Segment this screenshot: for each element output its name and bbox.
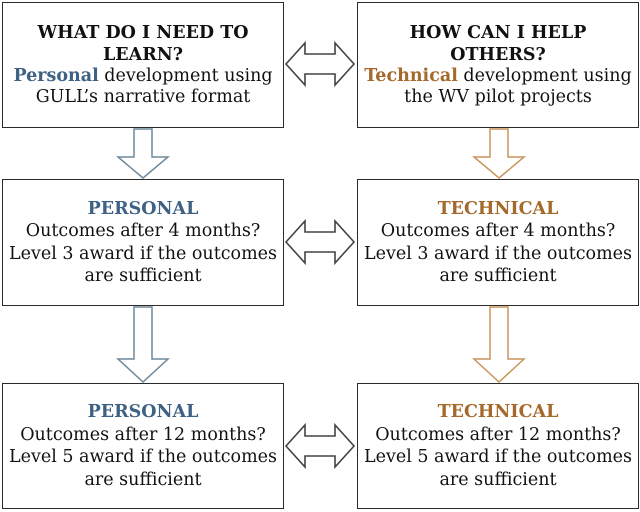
help-heading-line2: OTHERS? — [450, 45, 546, 65]
double-arrow-row1 — [284, 40, 356, 88]
technical-12-line2: Level 5 award if the outcomes — [363, 447, 633, 467]
learn-description-line1: Personal development using — [13, 66, 272, 87]
double-arrow-row3 — [284, 422, 356, 470]
technical-12-line3: are sufficient — [439, 469, 557, 490]
personal-4-line2: Level 3 award if the outcomes — [8, 243, 278, 264]
technical-4-line1: Outcomes after 4 months? — [380, 221, 616, 241]
personal-12-line3: are sufficient — [84, 469, 202, 490]
down-arrow-personal-2-shape — [116, 306, 170, 384]
personal-12-title: PERSONAL — [87, 402, 199, 422]
technical-12-title: TECHNICAL — [437, 402, 559, 422]
down-arrow-technical-1-shape — [471, 128, 527, 179]
technical-12-month-box: TECHNICAL Outcomes after 12 months? Leve… — [357, 383, 639, 509]
help-description-line1: Technical development using — [364, 66, 631, 87]
technical-4-line3: are sufficient — [439, 266, 557, 286]
down-arrow-technical-2 — [472, 306, 526, 384]
down-arrow-technical-2-shape — [472, 306, 526, 384]
personal-12-line1: Outcomes after 12 months? — [20, 424, 266, 445]
help-box: HOW CAN I HELP OTHERS? Technical develop… — [357, 2, 639, 128]
personal-accent-word: Personal — [13, 66, 99, 86]
technical-4-month-box: TECHNICAL Outcomes after 4 months? Level… — [357, 179, 639, 306]
technical-4-title: TECHNICAL — [437, 198, 559, 219]
technical-12-line1: Outcomes after 12 months? — [375, 424, 621, 445]
down-arrow-personal-1 — [115, 128, 171, 179]
learn-heading-line2: LEARN? — [102, 45, 183, 65]
double-arrow-row1-shape — [284, 40, 356, 88]
help-description-rest: development using — [457, 66, 632, 86]
help-heading-line1: HOW CAN I HELP — [409, 23, 587, 43]
technical-4-line2: Level 3 award if the outcomes — [363, 243, 633, 264]
double-arrow-row3-shape — [284, 422, 356, 470]
personal-4-month-box: PERSONAL Outcomes after 4 months? Level … — [2, 179, 284, 306]
learn-heading-line1: WHAT DO I NEED TO — [37, 23, 249, 43]
learn-box: WHAT DO I NEED TO LEARN? Personal develo… — [2, 2, 284, 128]
personal-4-title: PERSONAL — [87, 198, 199, 219]
down-arrow-technical-1 — [471, 128, 527, 179]
help-description-line2: the WV pilot projects — [404, 87, 592, 107]
personal-12-month-box: PERSONAL Outcomes after 12 months? Level… — [2, 383, 284, 509]
personal-4-line1: Outcomes after 4 months? — [25, 221, 261, 241]
double-arrow-row2 — [284, 218, 356, 266]
personal-4-line3: are sufficient — [84, 266, 202, 286]
double-arrow-row2-shape — [284, 218, 356, 266]
learn-description-rest: development using — [98, 66, 273, 86]
learn-description-line2: GULL’s narrative format — [35, 87, 251, 107]
technical-accent-word: Technical — [364, 66, 458, 86]
down-arrow-personal-1-shape — [115, 128, 171, 179]
down-arrow-personal-2 — [116, 306, 170, 384]
personal-12-line2: Level 5 award if the outcomes — [8, 447, 278, 467]
